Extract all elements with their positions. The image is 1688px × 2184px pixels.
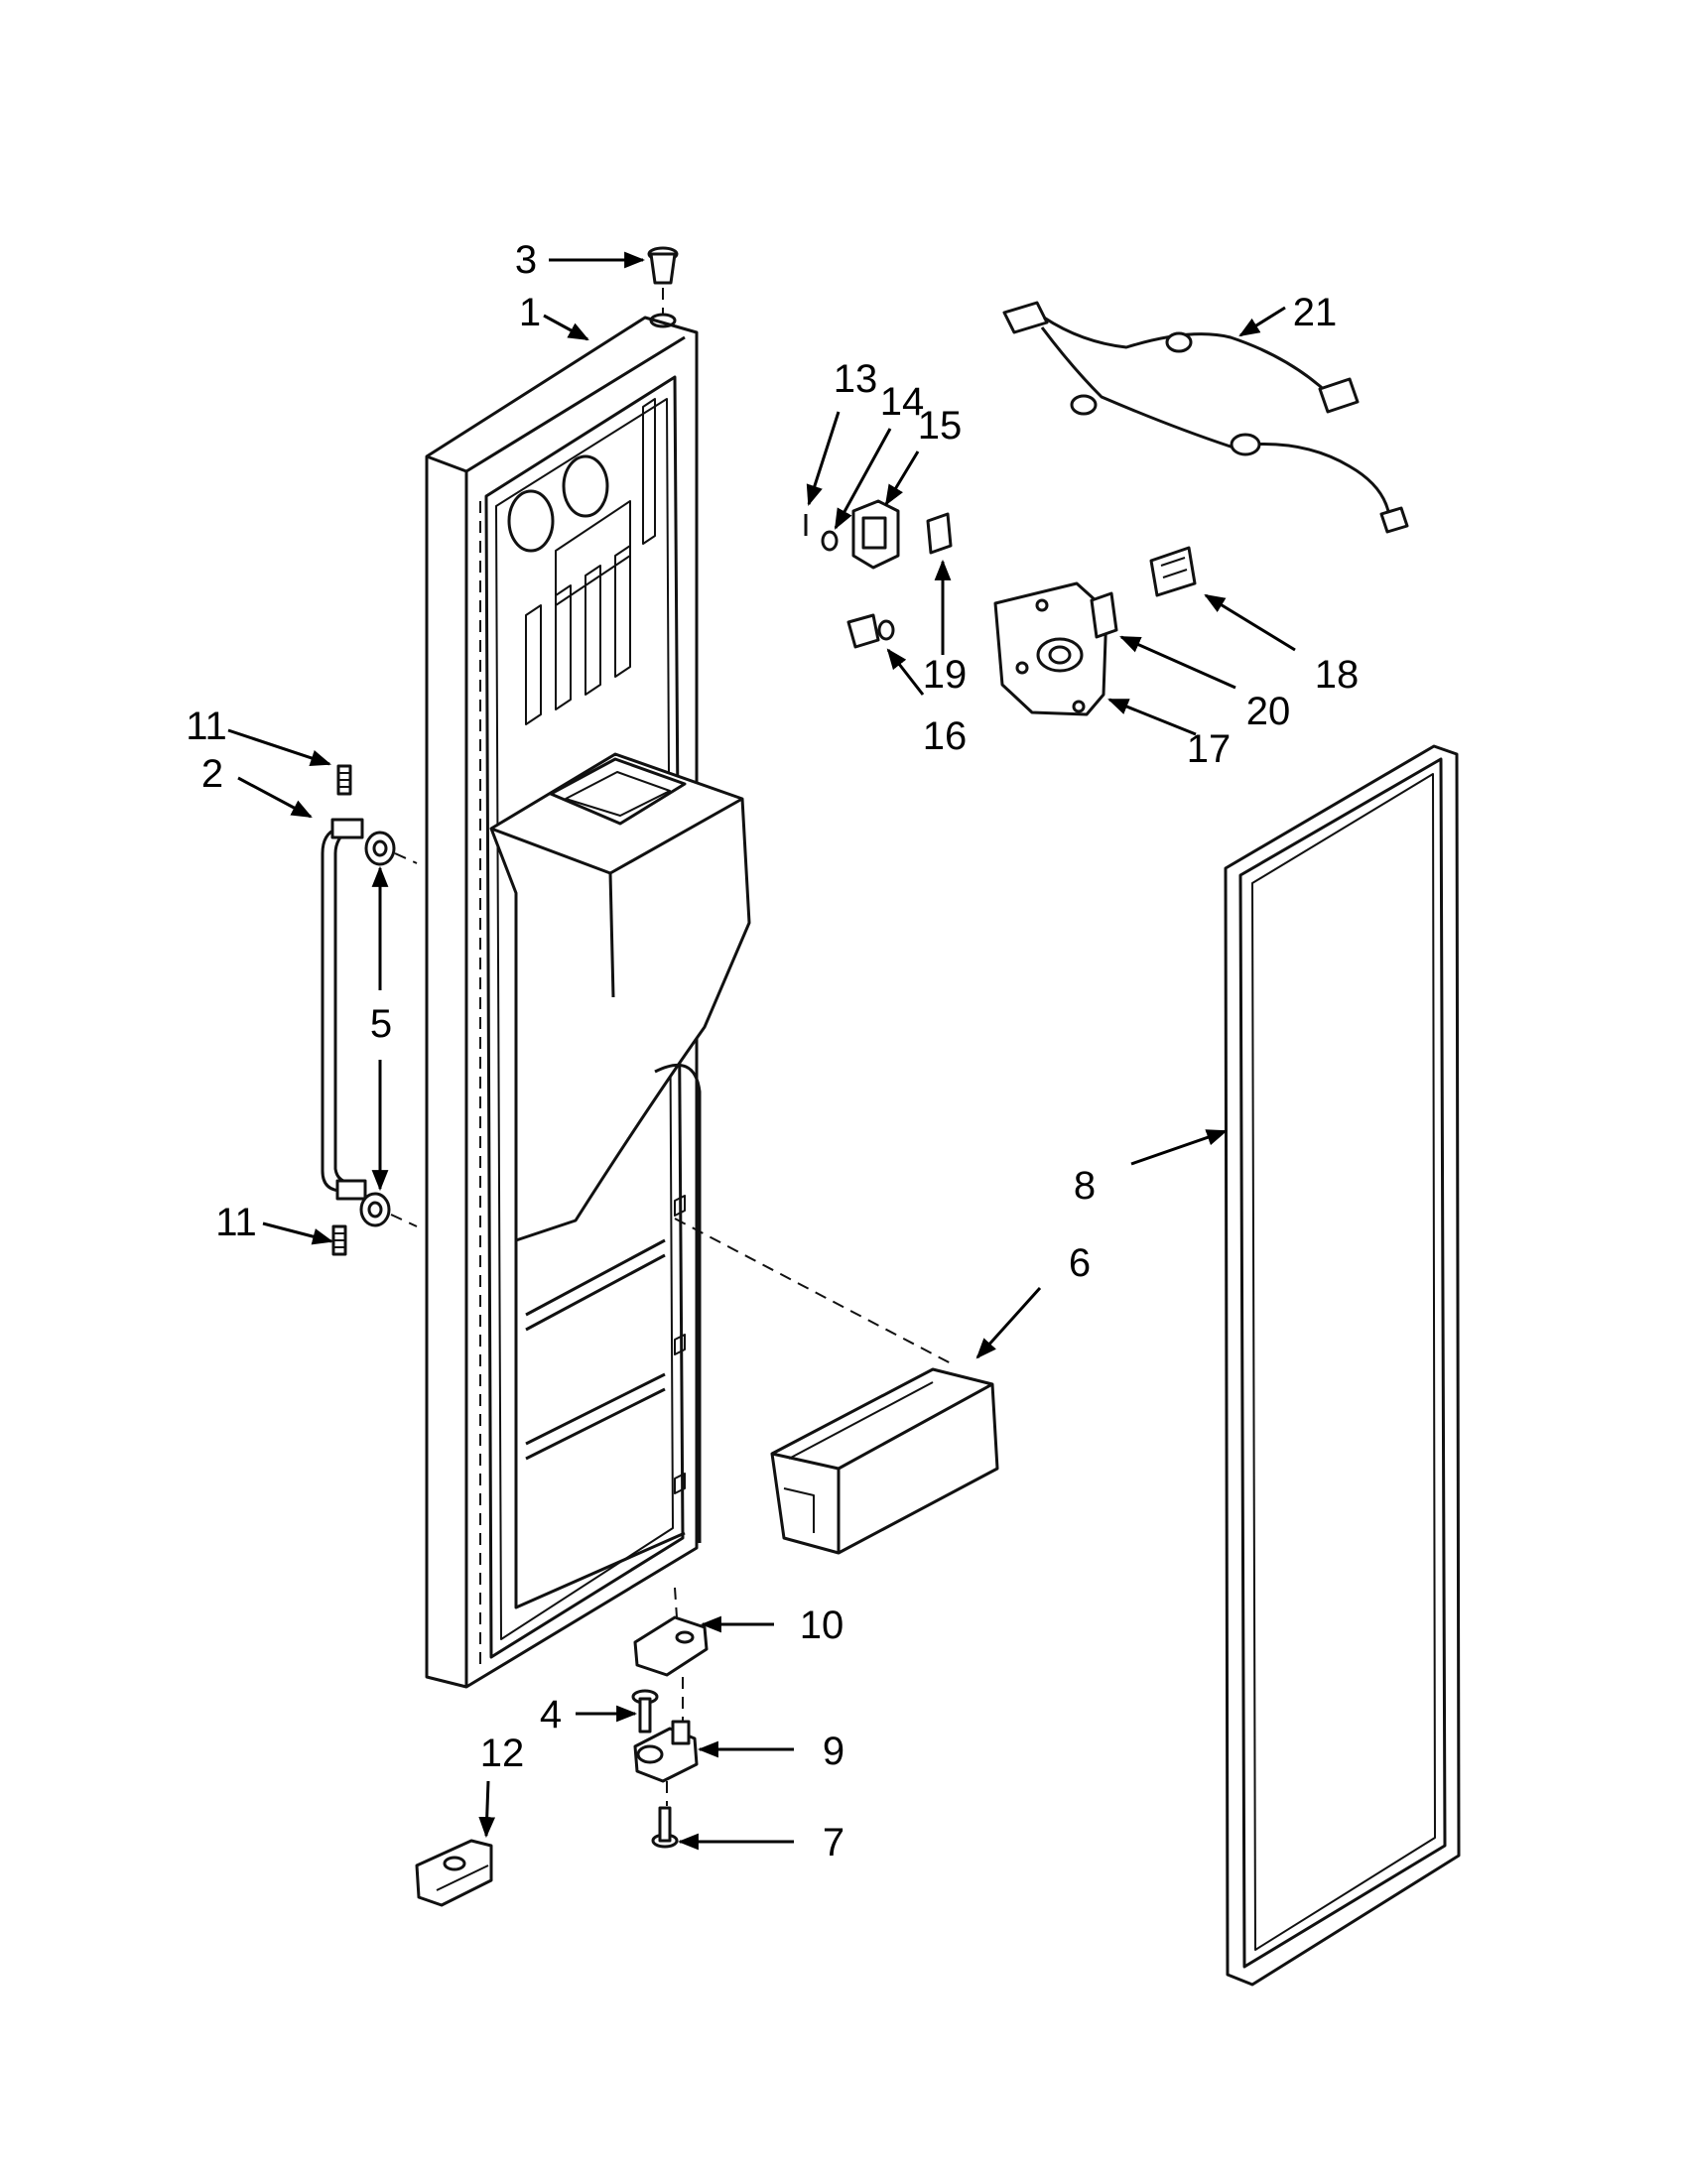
callout-7: 7: [823, 1821, 844, 1864]
callout-11-upper: 11: [186, 705, 227, 748]
callout-9: 9: [823, 1730, 844, 1773]
callout-12: 12: [480, 1732, 525, 1775]
callout-19: 19: [923, 653, 968, 697]
callout-14: 14: [880, 380, 925, 424]
callout-4: 4: [540, 1693, 562, 1736]
callout-3: 3: [515, 238, 537, 282]
callout-6: 6: [1069, 1241, 1091, 1285]
leader-arrows: [227, 251, 1296, 1851]
callout-10: 10: [800, 1604, 844, 1647]
callout-18: 18: [1315, 653, 1360, 697]
dispenser-electrical-parts: [804, 499, 1197, 716]
hinge-pin: [647, 246, 679, 316]
callout-15: 15: [918, 404, 963, 448]
callout-16: 16: [923, 714, 968, 758]
callout-17: 17: [1187, 727, 1232, 771]
callout-20: 20: [1246, 690, 1291, 733]
callout-2: 2: [201, 752, 223, 796]
door-bin: [674, 1218, 999, 1555]
callout-21: 21: [1293, 291, 1338, 334]
wire-harness: [1002, 301, 1409, 534]
callout-8: 8: [1074, 1164, 1096, 1208]
door-handle: [321, 764, 418, 1256]
callout-5: 5: [370, 1002, 392, 1046]
callout-1: 1: [519, 291, 541, 334]
door-gasket: [1224, 744, 1461, 1987]
callout-11-lower: 11: [215, 1201, 257, 1244]
lower-hinge-parts: [415, 1587, 709, 1907]
callout-13: 13: [834, 357, 878, 401]
door-panel: [425, 313, 751, 1689]
